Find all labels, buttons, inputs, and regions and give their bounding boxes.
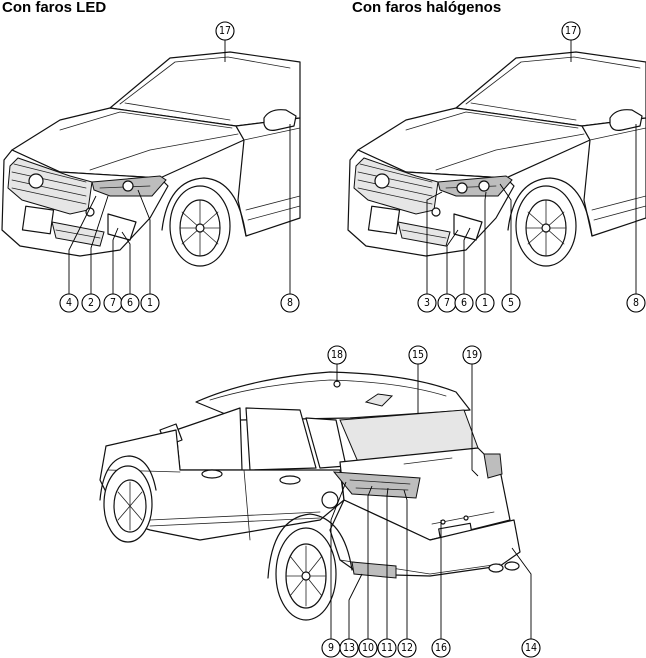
- callout-rear-14: 14: [521, 638, 541, 658]
- callout-label: 1: [482, 297, 488, 309]
- callout-label: 18: [331, 349, 343, 361]
- callout-label: 13: [343, 642, 355, 654]
- callout-led-1: 1: [140, 293, 160, 313]
- callouts-rear: 18 15 19 9 13 10 11 12 16 14: [321, 345, 541, 658]
- callout-rear-12: 12: [397, 638, 417, 658]
- halogen-leader-lines: [426, 40, 637, 294]
- callout-label: 16: [435, 642, 447, 654]
- halogen-panel-title: Con faros halógenos: [352, 0, 502, 16]
- callout-led-17: 17: [215, 21, 235, 41]
- callout-halogen-5: 5: [501, 293, 521, 313]
- callout-label: 7: [444, 297, 450, 309]
- callout-label: 6: [461, 297, 467, 309]
- callout-label: 6: [127, 297, 133, 309]
- callout-label: 17: [565, 25, 577, 37]
- callout-label: 7: [110, 297, 116, 309]
- callout-label: 12: [401, 642, 413, 654]
- led-leader-lines: [68, 40, 291, 294]
- callout-rear-19: 19: [462, 345, 482, 365]
- callout-led-8: 8: [280, 293, 300, 313]
- callout-label: 8: [287, 297, 293, 309]
- rear-car: [99, 371, 521, 621]
- callout-label: 11: [381, 642, 393, 654]
- callout-rear-18: 18: [327, 345, 347, 365]
- callout-label: 10: [362, 642, 374, 654]
- front-car-halogen: [347, 51, 646, 267]
- callout-led-6: 6: [120, 293, 140, 313]
- callout-rear-15: 15: [408, 345, 428, 365]
- callout-label: 9: [328, 642, 334, 654]
- callout-halogen-6: 6: [454, 293, 474, 313]
- rear-leader-lines: [330, 364, 532, 640]
- callout-label: 8: [633, 297, 639, 309]
- callout-label: 15: [412, 349, 424, 361]
- callout-label: 19: [466, 349, 478, 361]
- callouts-halogen: 3 7 6 1 5 8 17: [417, 21, 646, 313]
- callout-label: 2: [88, 297, 94, 309]
- callout-halogen-3: 3: [417, 293, 437, 313]
- callout-rear-9: 9: [321, 638, 341, 658]
- callout-rear-13: 13: [339, 638, 359, 658]
- callout-label: 5: [508, 297, 514, 309]
- callout-label: 14: [525, 642, 537, 654]
- callout-label: 4: [66, 297, 72, 309]
- callout-led-4: 4: [59, 293, 79, 313]
- callout-halogen-1: 1: [475, 293, 495, 313]
- callout-rear-11: 11: [377, 638, 397, 658]
- callout-led-2: 2: [81, 293, 101, 313]
- callout-label: 3: [424, 297, 430, 309]
- led-panel-title: Con faros LED: [2, 0, 107, 16]
- callout-led-7: 7: [103, 293, 123, 313]
- callout-label: 17: [219, 25, 231, 37]
- callouts-led: 4 2 7 6 1 8 17: [59, 21, 300, 313]
- callout-halogen-8: 8: [626, 293, 646, 313]
- callout-rear-10: 10: [358, 638, 378, 658]
- callout-label: 1: [147, 297, 153, 309]
- callout-rear-16: 16: [431, 638, 451, 658]
- callout-halogen-7: 7: [437, 293, 457, 313]
- callout-halogen-17: 17: [561, 21, 581, 41]
- front-car-led: [1, 51, 301, 267]
